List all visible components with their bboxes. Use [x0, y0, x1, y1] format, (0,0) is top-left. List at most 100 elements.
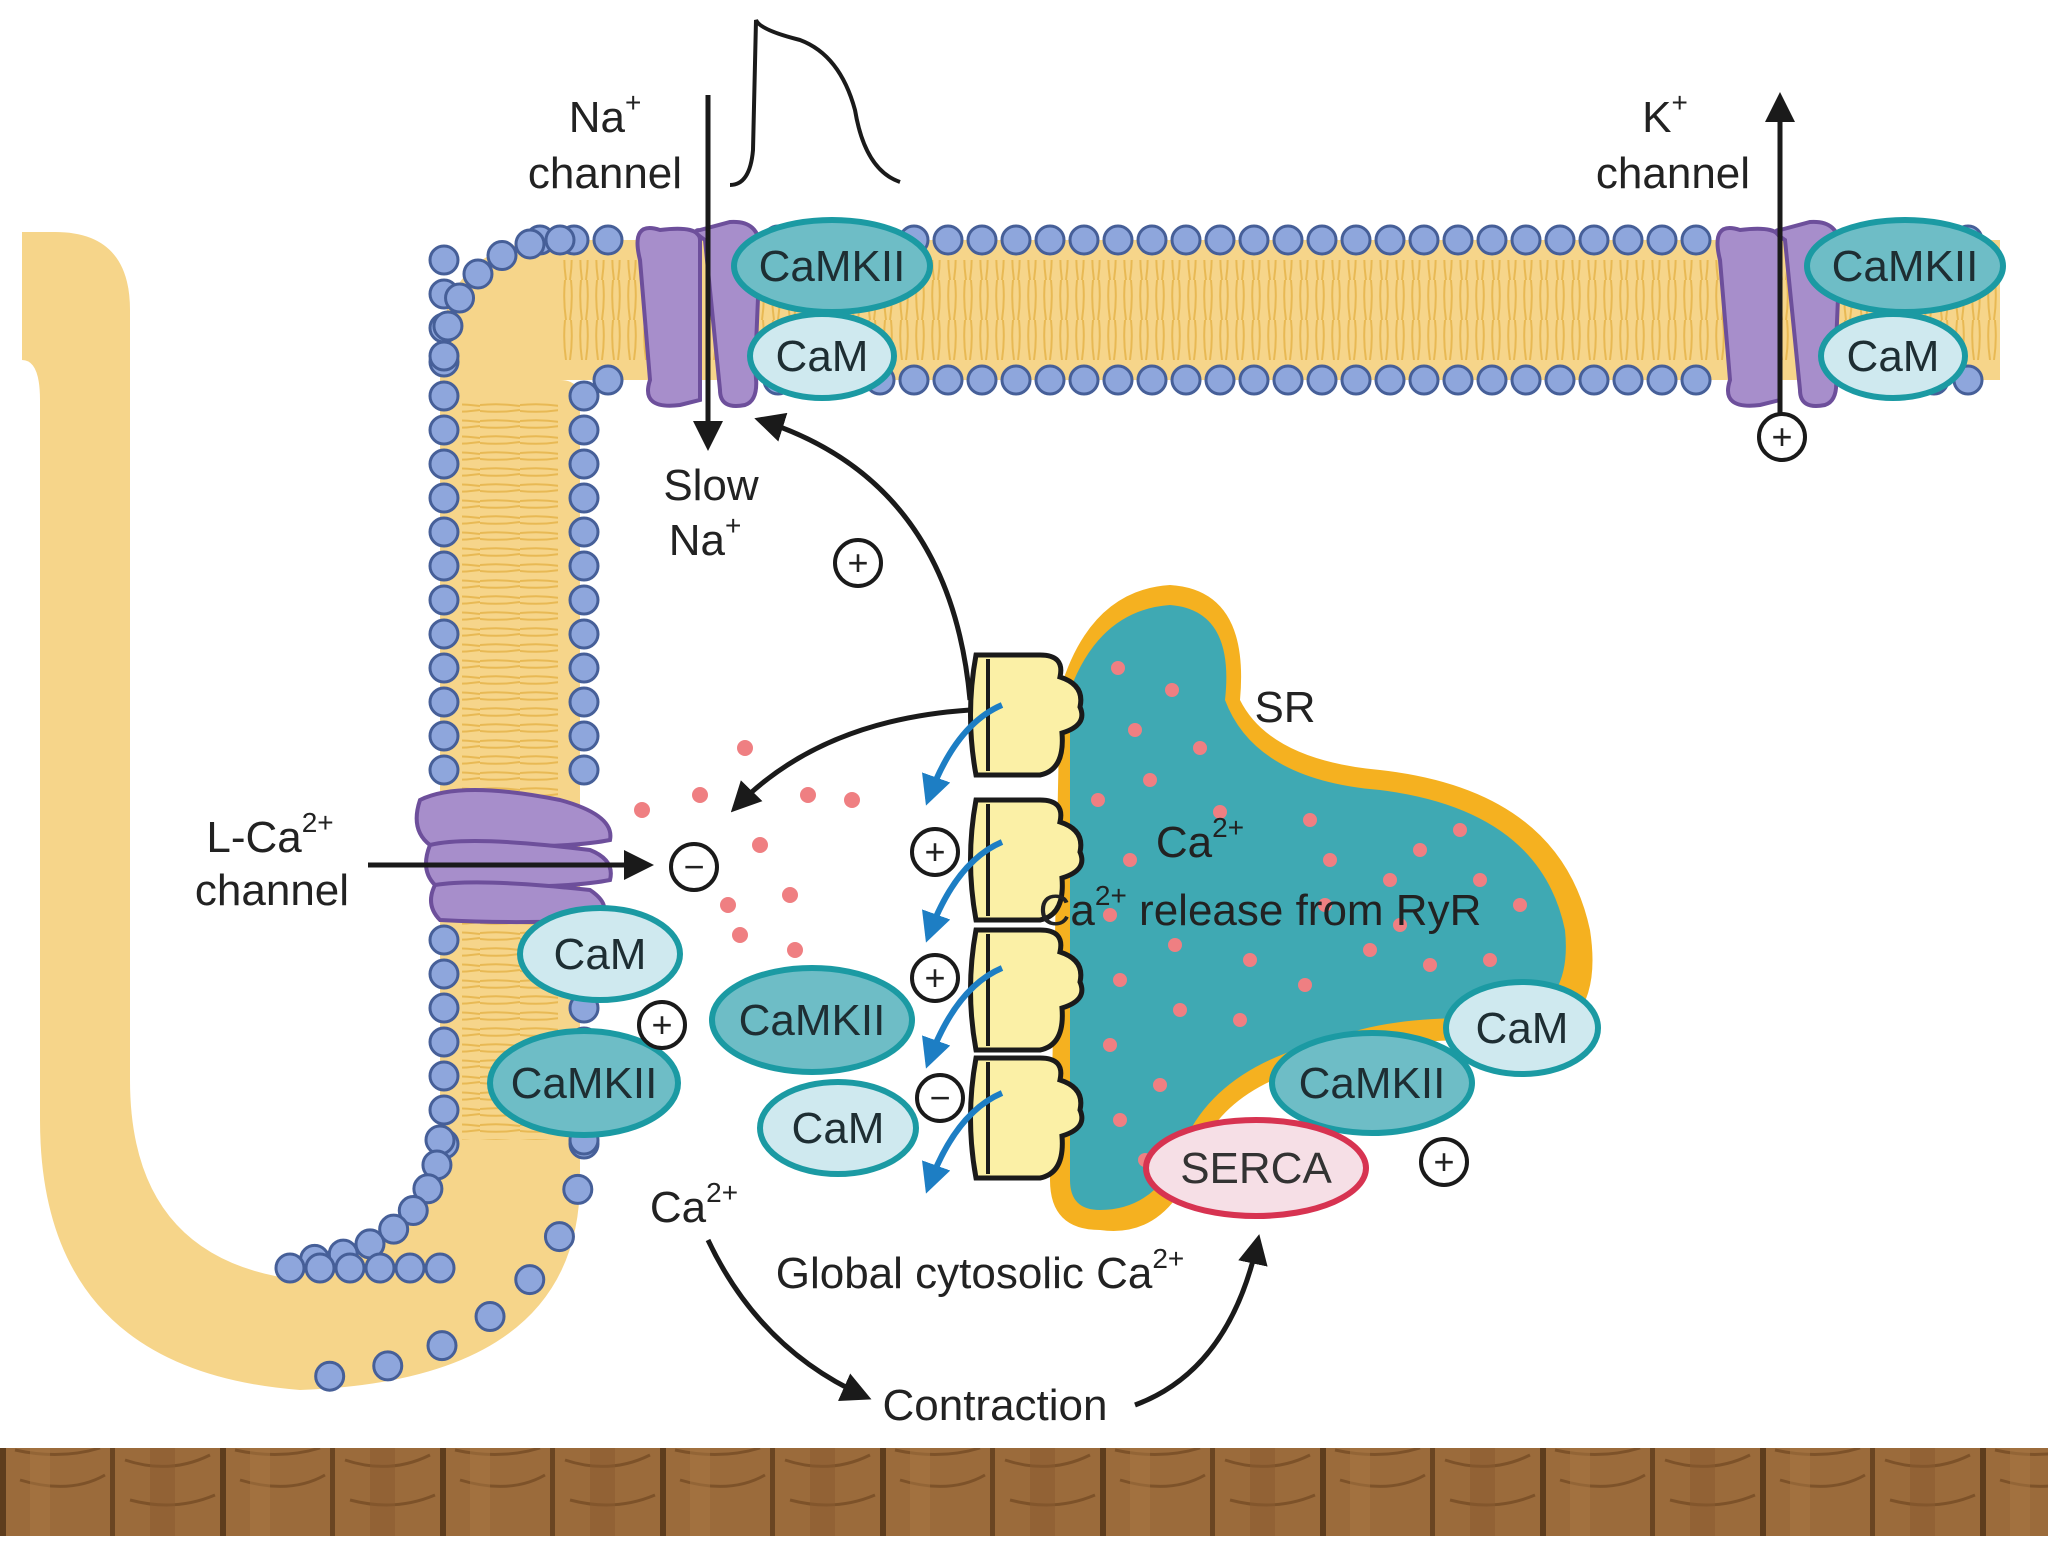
phospholipid-head [274, 1252, 306, 1284]
ca-ion-dot [1213, 805, 1227, 819]
ryr-channels [968, 652, 1085, 1181]
phospholipid-head [1510, 364, 1542, 396]
phospholipid-head [1442, 224, 1474, 256]
ca-release-arrow [922, 1090, 1004, 1194]
phospholipid-head [428, 516, 460, 548]
phospholipid-head [428, 754, 460, 786]
ca-ion-dot [782, 887, 798, 903]
phospholipid-head [568, 584, 600, 616]
phospholipid-head [1000, 364, 1032, 396]
phospholipid-head [1034, 364, 1066, 396]
phospholipid-head [1510, 224, 1542, 256]
phospholipid-head [378, 1213, 410, 1245]
activation-sign-icon: + [637, 1000, 687, 1050]
ca-ion-dot [1413, 843, 1427, 857]
inhibition-sign-icon: − [915, 1073, 965, 1123]
cam-serca-label: CaM [1476, 1004, 1569, 1053]
global-ca-label: Global cytosolic Ca2+ [776, 1243, 1185, 1298]
phospholipid-head [592, 364, 624, 396]
ca-ion-dot [1123, 853, 1137, 867]
phospholipid-head [1476, 224, 1508, 256]
contraction-label: Contraction [882, 1381, 1107, 1430]
camkii-serca-label: CaMKII [1299, 1059, 1446, 1108]
serca-label: SERCA [1180, 1144, 1332, 1193]
lca-channel-label: L-Ca2+ [206, 807, 333, 862]
phospholipid-head [1306, 224, 1338, 256]
camkii-lca-label: CaMKII [511, 1059, 658, 1108]
ca-release-arrow [922, 702, 1004, 806]
phospholipid-head [1238, 364, 1270, 396]
ca-ion-dot [1103, 1038, 1117, 1052]
phospholipid-head [428, 1094, 460, 1126]
ryr-receptor [968, 1055, 1085, 1181]
phospholipid-head [428, 618, 460, 650]
sr-ca-label: Ca2+ [1156, 812, 1244, 867]
ca-ion-dot [1173, 1003, 1187, 1017]
cam-na-label: CaM [776, 332, 869, 381]
ca-ion-dot [1165, 683, 1179, 697]
sign-glyph: + [1771, 416, 1792, 457]
phospholipid-head [1136, 224, 1168, 256]
phospholipid-head [966, 224, 998, 256]
inhibition-sign-icon: − [669, 842, 719, 892]
slow-na-ion: Na+ [669, 510, 742, 565]
phospholipid-head [486, 240, 518, 272]
phospholipid-head [568, 720, 600, 752]
phospholipid-head [1272, 224, 1304, 256]
ca-ion-dot [1153, 1078, 1167, 1092]
ca-ion-dot [1323, 853, 1337, 867]
ca-ion-dot [1111, 661, 1125, 675]
phospholipid-head [428, 1026, 460, 1058]
phospholipid-head [932, 364, 964, 396]
phospholipid-head [568, 414, 600, 446]
phospholipid-head [1646, 224, 1678, 256]
phospholipid-head [428, 414, 460, 446]
ca-release-arrow [922, 965, 1004, 1069]
sr-label: SR [1254, 683, 1315, 732]
phospholipid-head [428, 992, 460, 1024]
phospholipid-head [932, 224, 964, 256]
sign-glyph: − [683, 846, 704, 887]
cam-na: CaM [747, 311, 897, 401]
cam-serca: CaM [1443, 979, 1601, 1077]
phospholipid-head [1068, 364, 1100, 396]
ca-ion-dot [752, 837, 768, 853]
phospholipid-head [1680, 364, 1712, 396]
phospholipid-head [428, 584, 460, 616]
camkii-lca: CaMKII [487, 1028, 681, 1138]
ca-ion-dot [1423, 958, 1437, 972]
phospholipid-head [372, 1350, 404, 1382]
phospholipid-head [412, 1173, 444, 1205]
sarcoplasmic-reticulum [1050, 585, 1593, 1231]
ca-ion-dot [1168, 938, 1182, 952]
phospholipid-head [1204, 364, 1236, 396]
l-ca-channel [414, 788, 613, 925]
k-channel-word: channel [1596, 149, 1750, 198]
ca-ion-dot [732, 927, 748, 943]
ca-ion-dot [1243, 953, 1257, 967]
sr-calcium-ions [1091, 661, 1527, 1167]
phospholipid-head [397, 1195, 429, 1227]
phospholipid-head [428, 340, 460, 372]
phospholipid-head [364, 1252, 396, 1284]
phospholipid-head [1170, 224, 1202, 256]
phospholipid-head [1612, 364, 1644, 396]
phospholipid-head [1306, 364, 1338, 396]
phospholipid-head [1340, 364, 1372, 396]
phospholipid-head [1408, 224, 1440, 256]
phospholipid-head [1170, 364, 1202, 396]
na-channel-label: Na+ [569, 87, 642, 142]
sign-glyph: − [929, 1077, 950, 1118]
flux-arrows [368, 92, 1795, 1408]
phospholipid-head [1612, 224, 1644, 256]
phospholipid-head [314, 1360, 346, 1392]
phospholipid-head [428, 720, 460, 752]
regulation-signs: ++−++−++ [637, 412, 1807, 1187]
phospholipid-head [432, 310, 464, 342]
sign-glyph: + [924, 957, 945, 998]
sign-glyph: + [651, 1004, 672, 1045]
phospholipid-head [568, 380, 600, 412]
activation-sign-icon: + [833, 538, 883, 588]
